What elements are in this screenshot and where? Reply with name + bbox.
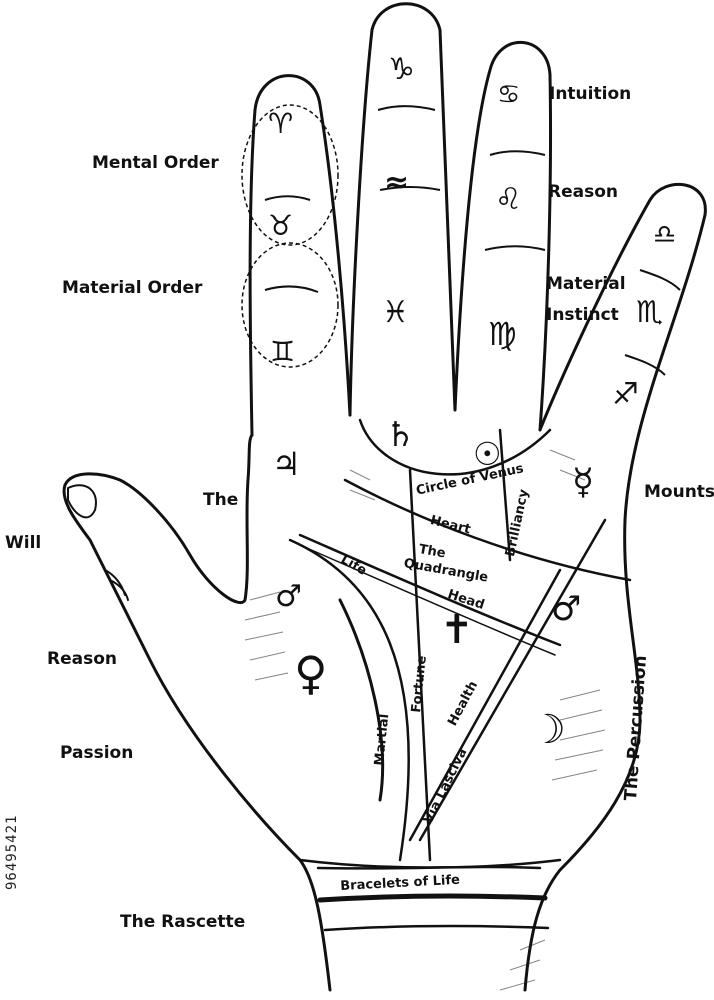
label-mental-order: Mental Order xyxy=(92,153,219,173)
label-material-instinct-1: Material xyxy=(546,274,626,294)
label-reason-thumb: Reason xyxy=(47,649,117,669)
heart-line xyxy=(343,478,632,582)
scorpio-symbol-icon: ♏ xyxy=(636,295,663,330)
aquarius-symbol-icon: ≈ xyxy=(384,165,410,200)
label-will: Will xyxy=(5,533,42,553)
bracelet-line-1 xyxy=(316,865,542,870)
hand-outline xyxy=(348,2,707,992)
aries-symbol-icon: ♈ xyxy=(268,107,294,140)
pisces-symbol-icon: ♓ xyxy=(382,295,409,330)
index-finger-outline xyxy=(248,74,352,437)
label-reason-finger: Reason xyxy=(548,182,618,202)
mars-upper-symbol-icon: ♂ xyxy=(275,579,302,614)
sagittarius-symbol-icon: ♐ xyxy=(612,377,639,412)
via-lasciva-line xyxy=(408,568,562,842)
virgo-symbol-icon: ♍ xyxy=(488,315,517,353)
saturn-symbol-icon: ♄ xyxy=(385,415,416,455)
capricorn-symbol-icon: ♑ xyxy=(388,52,415,87)
stock-image-id: 96495421 xyxy=(4,814,20,890)
label-the: The xyxy=(203,490,239,510)
bracelet-line-3 xyxy=(323,924,550,932)
brilliancy-line xyxy=(498,428,512,562)
mars-lower-symbol-icon: ♂ xyxy=(551,589,582,629)
circle-of-venus-line xyxy=(358,418,552,476)
venus-symbol-icon: ♀ xyxy=(294,646,328,700)
gemini-symbol-icon: ♊ xyxy=(270,335,296,368)
libra-symbol-icon: ♎ xyxy=(653,220,677,250)
mercury-symbol-icon: ☿ xyxy=(572,462,595,503)
leo-symbol-icon: ♌ xyxy=(495,182,522,217)
taurus-symbol-icon: ♉ xyxy=(268,209,294,242)
thumb-outline xyxy=(62,433,332,992)
moon-symbol-icon: ☽ xyxy=(530,707,566,753)
label-material-order: Material Order xyxy=(62,278,203,298)
cross-symbol-icon: ✝ xyxy=(440,607,474,653)
health-line xyxy=(418,518,607,842)
life-line xyxy=(288,538,410,862)
label-the-rascette: The Rascette xyxy=(120,912,246,932)
fortune-line xyxy=(408,468,432,862)
label-mounts: Mounts xyxy=(644,482,714,502)
label-material-instinct-2: Instinct xyxy=(546,305,619,325)
label-passion: Passion xyxy=(60,743,134,763)
sun-symbol-icon: ☉ xyxy=(473,435,502,473)
jupiter-symbol-icon: ♃ xyxy=(272,445,301,483)
bracelet-line-2 xyxy=(317,893,548,903)
label-intuition: Intuition xyxy=(549,84,632,104)
cancer-symbol-icon: ♋ xyxy=(497,80,521,110)
